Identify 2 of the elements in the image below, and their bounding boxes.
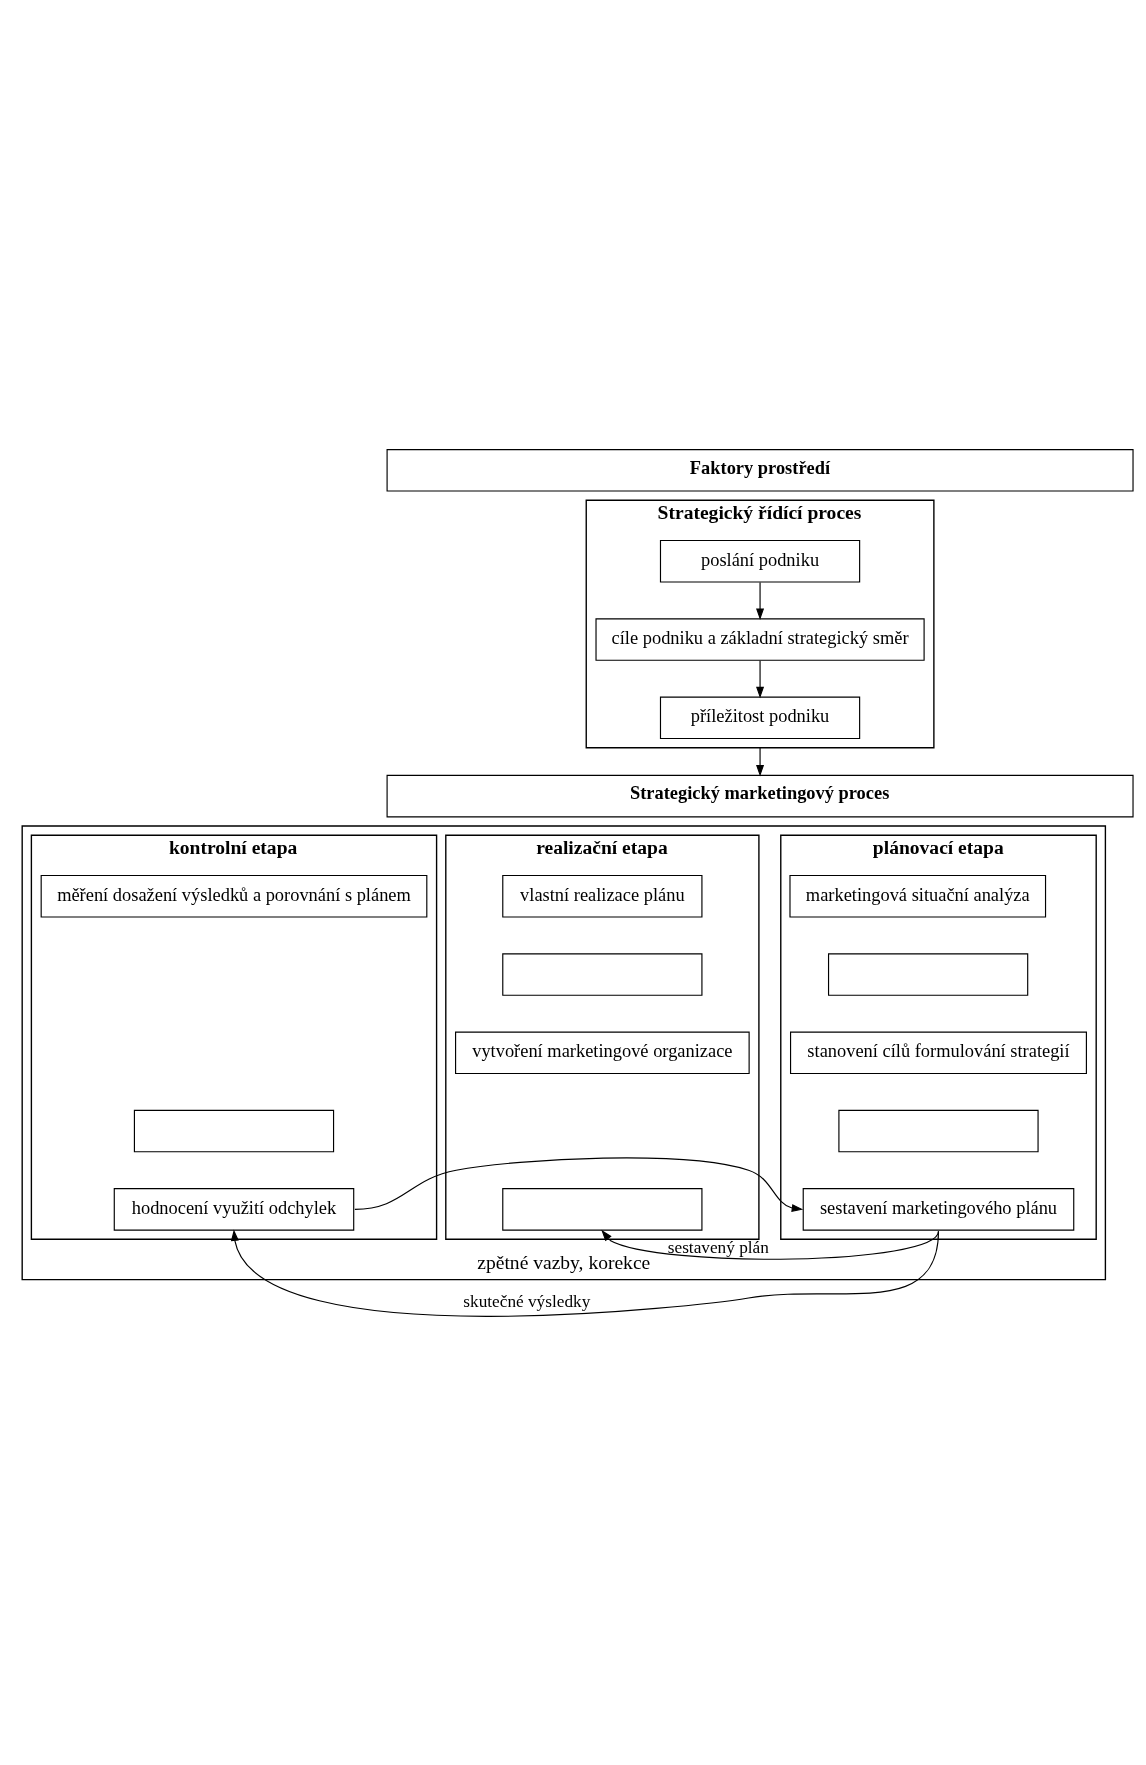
edge-label: skutečné výsledky bbox=[463, 1291, 591, 1311]
edge-label: sestavený plán bbox=[667, 1237, 769, 1257]
